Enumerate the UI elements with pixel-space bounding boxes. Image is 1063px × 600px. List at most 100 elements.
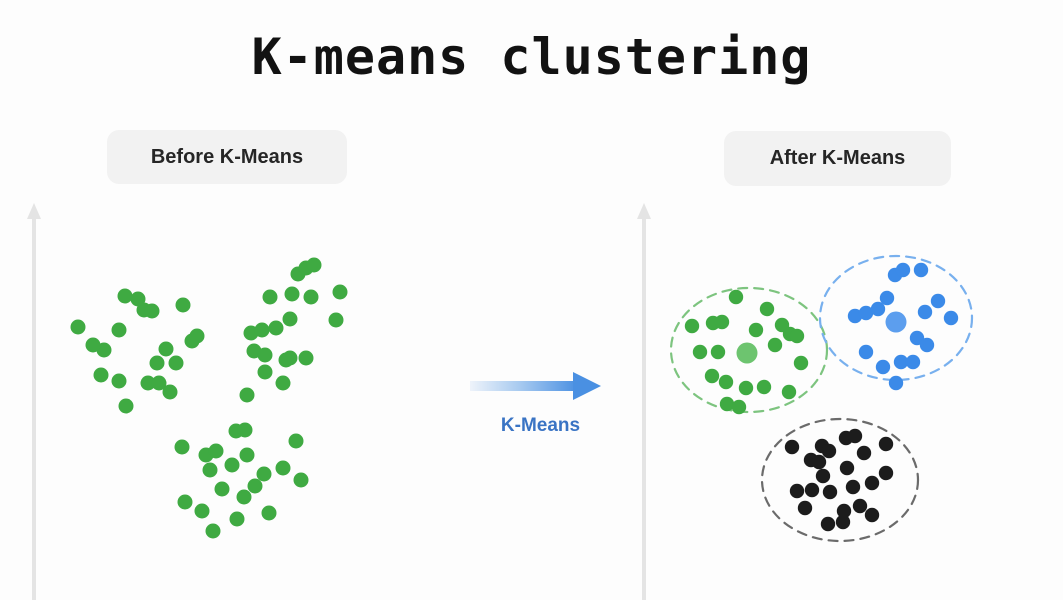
y-axis-right <box>637 203 651 600</box>
data-point <box>149 355 165 371</box>
data-point <box>879 290 895 306</box>
data-point <box>756 379 772 395</box>
data-point <box>237 422 253 438</box>
data-point <box>303 289 319 305</box>
data-point <box>262 289 278 305</box>
data-point <box>85 337 101 353</box>
data-point <box>177 494 193 510</box>
data-point <box>278 352 294 368</box>
data-point <box>257 364 273 380</box>
data-point <box>243 325 259 341</box>
data-point <box>887 267 903 283</box>
data-point <box>118 398 134 414</box>
data-point <box>820 516 836 532</box>
cluster-boundary <box>669 286 829 414</box>
data-point <box>714 314 730 330</box>
data-point <box>811 454 827 470</box>
data-point <box>254 322 270 338</box>
kmeans-arrow-label: K-Means <box>500 415 581 436</box>
data-point <box>835 514 851 530</box>
data-point <box>847 428 863 444</box>
data-point <box>718 374 734 390</box>
data-point <box>878 465 894 481</box>
data-point <box>822 484 838 500</box>
label-before-kmeans-text: Before K-Means <box>150 145 304 168</box>
data-point <box>205 523 221 539</box>
data-point <box>298 350 314 366</box>
data-point <box>793 355 809 371</box>
cluster-centroid <box>736 342 758 364</box>
data-point <box>797 500 813 516</box>
data-point <box>905 354 921 370</box>
data-point <box>136 302 152 318</box>
data-point <box>728 289 744 305</box>
data-point <box>864 475 880 491</box>
data-point <box>759 301 775 317</box>
data-point <box>298 260 314 276</box>
data-point <box>913 262 929 278</box>
data-point <box>175 297 191 313</box>
data-point <box>858 344 874 360</box>
data-point <box>198 447 214 463</box>
data-point <box>168 355 184 371</box>
label-after-kmeans-text: After K-Means <box>769 147 906 169</box>
data-point <box>151 375 167 391</box>
data-point <box>814 438 830 454</box>
data-point <box>140 375 156 391</box>
data-point <box>247 478 263 494</box>
data-point <box>782 326 798 342</box>
data-point <box>284 286 300 302</box>
data-point <box>858 305 874 321</box>
data-point <box>856 445 872 461</box>
data-point <box>144 303 160 319</box>
data-point <box>228 423 244 439</box>
data-point <box>917 304 933 320</box>
data-point <box>815 468 831 484</box>
data-point <box>111 373 127 389</box>
data-point <box>93 367 109 383</box>
data-point <box>257 347 273 363</box>
data-point <box>875 359 891 375</box>
data-point <box>821 443 837 459</box>
data-point <box>738 380 754 396</box>
data-point <box>328 312 344 328</box>
data-point <box>256 466 272 482</box>
data-point <box>789 328 805 344</box>
data-point <box>162 384 178 400</box>
data-point <box>748 322 764 338</box>
data-point <box>202 462 218 478</box>
data-point <box>236 489 252 505</box>
cluster-centroid <box>885 311 907 333</box>
data-point <box>710 344 726 360</box>
data-point <box>870 301 886 317</box>
data-point <box>130 291 146 307</box>
data-point <box>189 328 205 344</box>
data-point <box>804 482 820 498</box>
cluster-boundary <box>760 417 920 543</box>
data-point <box>803 452 819 468</box>
data-point <box>288 433 304 449</box>
data-point <box>224 457 240 473</box>
data-point <box>943 310 959 326</box>
data-point <box>731 399 747 415</box>
data-point <box>306 257 322 273</box>
data-point <box>789 483 805 499</box>
data-point <box>246 343 262 359</box>
data-point <box>836 503 852 519</box>
data-point <box>293 472 309 488</box>
data-point <box>781 384 797 400</box>
label-after-kmeans: After K-Means <box>724 131 951 186</box>
data-point <box>705 315 721 331</box>
data-point <box>838 430 854 446</box>
data-point <box>895 262 911 278</box>
data-point <box>839 460 855 476</box>
data-point <box>784 439 800 455</box>
data-point <box>852 498 868 514</box>
data-point <box>878 436 894 452</box>
cluster-boundary <box>818 254 974 382</box>
data-point <box>888 375 904 391</box>
data-point <box>864 507 880 523</box>
